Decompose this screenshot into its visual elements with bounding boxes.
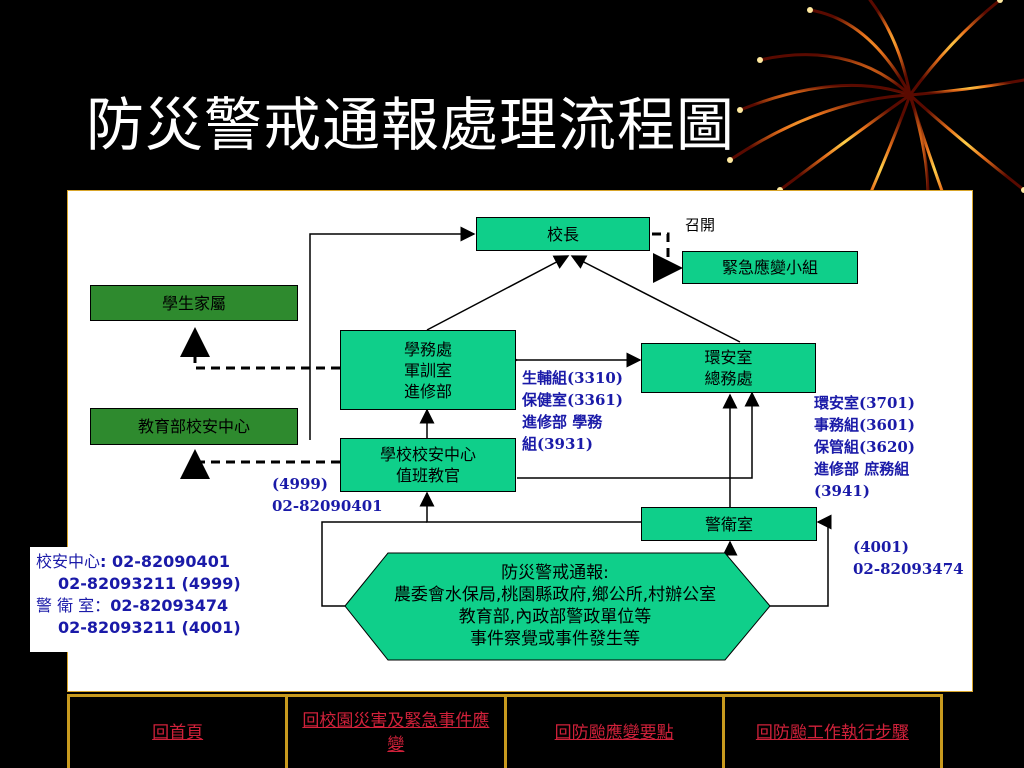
contact-line-2: 02-82093211 (4999) (58, 574, 241, 593)
firework-decoration (727, 0, 1024, 250)
school-center-box: 學校校安中心 值班教官 (340, 438, 516, 492)
convene-label: 召開 (685, 216, 716, 234)
alert-hexagon-text: 防災警戒通報: 農委會水保局,桃園縣政府,鄉公所,村辦公室 教育部,內政部警政單… (393, 563, 717, 649)
env-extensions: 環安室(3701) 事務組(3601) 保管組(3620) 進修部 庶務組 (3… (814, 394, 915, 500)
parents-box: 學生家屬 (90, 285, 298, 321)
nav-link-disaster-response[interactable]: 回校園災害及緊急事件應變 (302, 710, 490, 755)
principal-box: 校長 (476, 217, 650, 251)
student-affairs-extensions: 生輔組(3310) 保健室(3361) 進修部 學務 組(3931) (522, 369, 623, 453)
env-safety-box: 環安室 總務處 (641, 343, 816, 393)
contact-value-guard: 02-82093474 (110, 596, 229, 615)
contact-info: 校安中心: 02-82090401 02-82093211 (4999) 警 衛… (30, 547, 292, 652)
contact-label-center: 校安中心 (36, 552, 101, 571)
nav-cell-home: 回首頁 (70, 697, 289, 768)
center-extensions: (4999) 02-82090401 (272, 475, 383, 515)
student-affairs-box: 學務處 軍訓室 進修部 (340, 330, 516, 410)
guard-extensions: (4001) 02-82093474 (853, 538, 964, 578)
nav-link-typhoon-steps[interactable]: 回防颱工作執行步驟 (755, 722, 909, 743)
nav-cell-typhoon-points: 回防颱應變要點 (507, 697, 725, 768)
nav-cell-typhoon-steps: 回防颱工作執行步驟 (725, 697, 940, 768)
contact-value-center: : 02-82090401 (100, 552, 230, 571)
page-title: 防災警戒通報處理流程圖 (86, 91, 736, 159)
contact-label-guard: 警 衛 室： (36, 596, 111, 615)
guard-room-box: 警衛室 (641, 507, 817, 541)
emergency-team-box: 緊急應變小組 (682, 251, 858, 284)
nav-table: 回首頁 回校園災害及緊急事件應變 回防颱應變要點 回防颱工作執行步驟 (67, 694, 943, 768)
moe-center-box: 教育部校安中心 (90, 408, 298, 445)
nav-link-home[interactable]: 回首頁 (152, 722, 204, 743)
nav-cell-disaster: 回校園災害及緊急事件應變 (288, 697, 507, 768)
nav-link-typhoon-points[interactable]: 回防颱應變要點 (554, 722, 674, 743)
contact-line-4: 02-82093211 (4001) (58, 618, 241, 637)
